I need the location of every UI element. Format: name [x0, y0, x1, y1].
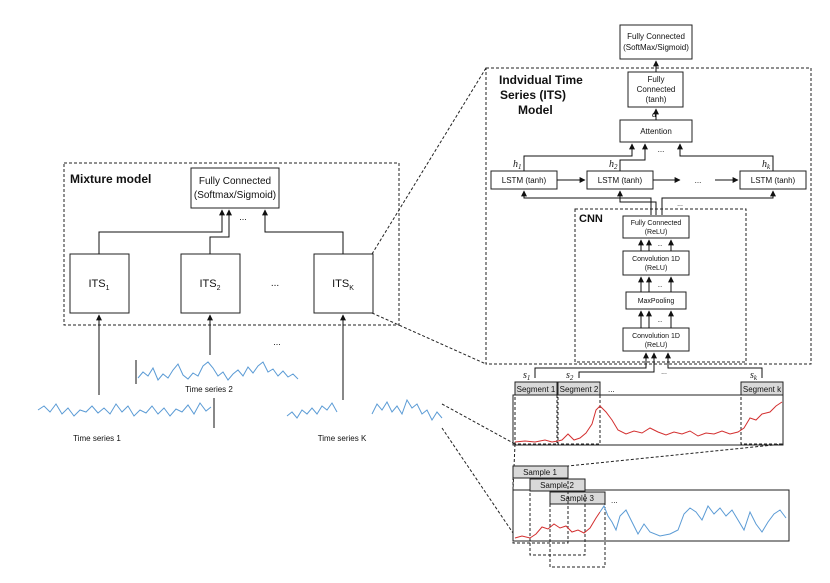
lstm-label-2: LSTM (tanh): [598, 176, 643, 185]
sample-3-label: Sample 3: [560, 494, 594, 503]
sample-2-label: Sample 2: [540, 481, 574, 490]
maxpool-label: MaxPooling: [638, 298, 675, 305]
segment-2-label: Segment 2: [560, 385, 599, 394]
its-model-frame: [485, 67, 812, 365]
conv-fc-dots: ...: [657, 242, 662, 248]
h1-label: h1: [513, 159, 522, 171]
time-series-1-line: [37, 402, 212, 417]
h2-label: h2: [609, 159, 618, 171]
lstm-label-k: LSTM (tanh): [751, 176, 796, 185]
its-label-k: ITSK: [332, 278, 354, 292]
arrow-h1-attention: [523, 143, 635, 171]
samples-dots: ...: [611, 496, 618, 505]
segment-dots: ...: [608, 385, 615, 394]
time-series-1-label: Time series 1: [73, 434, 121, 443]
arrow-h2-attention: [619, 143, 648, 171]
time-series-k-label: Time series K: [318, 434, 367, 443]
its-model-title-2: Series (ITS): [500, 88, 566, 102]
zoom-line-bottom: [371, 312, 487, 365]
series-ellipsis: ...: [273, 337, 281, 347]
sample-3-frame: [549, 491, 606, 568]
time-series-k-line-b: [371, 398, 443, 422]
its-box-1: [69, 253, 130, 314]
conv-top-label-1: Convolution 1D: [632, 256, 680, 263]
segment-2-frame: [557, 381, 601, 445]
conv-bottom-label-2: (ReLU): [645, 342, 668, 349]
arrow-sk-cnn: [665, 352, 763, 378]
conv-top-box: [622, 250, 690, 276]
mixture-fc-box: [190, 167, 280, 209]
cnn-fc-box: [622, 215, 690, 239]
s2-label: s2: [566, 370, 574, 382]
attention-label: Attention: [640, 127, 672, 136]
segment-1-frame: [514, 381, 558, 445]
sample-1-frame: [512, 465, 569, 544]
connector-itsk-fc: [262, 209, 344, 254]
fc-tanh-label-2: Connected: [637, 85, 676, 94]
segments-series-line: [514, 401, 783, 443]
conv-bottom-label-1: Convolution 1D: [632, 333, 680, 340]
sample-1-label: Sample 1: [523, 468, 557, 477]
connector-its1-fc: [98, 209, 225, 254]
fc-tanh-label-3: (tanh): [646, 95, 667, 104]
segment-k-frame: [740, 381, 784, 445]
arrow-cnn-lstm1: [521, 190, 652, 215]
mixture-fc-label-1: Fully Connected: [199, 176, 271, 187]
conv-pool-dots: ...: [657, 318, 662, 324]
zoom-line-top: [371, 67, 487, 255]
segments-panel: [512, 394, 784, 446]
samples-series-red: [514, 511, 601, 539]
s1-label: s1: [523, 370, 530, 382]
connector-its2-fc: [209, 209, 232, 254]
hk-label: hk: [762, 159, 771, 171]
its-label-2: ITS2: [199, 278, 220, 292]
fc-input-dots: ...: [239, 212, 247, 222]
segment-k-label: Segment k: [743, 385, 782, 394]
lstm-chain-dots: ...: [695, 176, 702, 185]
maxpool-box: [625, 291, 687, 310]
its-ellipsis: ...: [271, 278, 279, 289]
mixture-fc-label-2: (Softmax/Sigmoid): [194, 190, 276, 201]
top-fc-label-2: (SoftMax/Sigmoid): [623, 43, 689, 52]
time-series-k-line-a: [286, 402, 338, 419]
samples-series-blue: [599, 504, 787, 537]
zoom-line-samples: [441, 427, 514, 534]
sk-label: sk: [750, 370, 758, 382]
cnn-out-dots: ...: [677, 201, 683, 208]
zoom-line-seg-sample-left: [512, 443, 516, 491]
arrow-cnn-lstmk: [661, 190, 776, 215]
conv-bottom-box: [622, 327, 690, 352]
lstm-label-1: LSTM (tanh): [502, 176, 547, 185]
top-fc-box: [619, 24, 693, 60]
fc-tanh-label-1: Fully: [648, 75, 665, 84]
mixture-model-title: Mixture model: [70, 172, 151, 186]
segments-cnn-dots: ...: [661, 369, 667, 376]
arrow-s2-cnn: [578, 352, 657, 378]
sample-2-frame: [529, 478, 586, 556]
attention-input-dots: ...: [658, 145, 665, 154]
cnn-frame: [574, 208, 747, 363]
pool-conv-dots: ...: [657, 283, 662, 289]
mixture-model-frame: [63, 162, 400, 326]
cnn-title: CNN: [579, 213, 603, 225]
top-fc-label-1: Fully Connected: [627, 32, 685, 41]
zoom-line-seg-sample-right: [567, 443, 784, 467]
cnn-fc-label-1: Fully Connected: [631, 220, 682, 227]
zoom-line-segments: [441, 403, 516, 445]
cnn-fc-label-2: (ReLU): [645, 229, 668, 236]
conv-top-label-2: (ReLU): [645, 265, 668, 272]
its-label-1: ITS1: [88, 278, 109, 292]
time-series-2-label: Time series 2: [185, 385, 233, 394]
its-model-title-1: Indvidual Time: [499, 73, 583, 87]
segment-1-label: Segment 1: [517, 385, 556, 394]
time-series-2-line: [137, 361, 299, 381]
arrow-s1-cnn: [534, 352, 649, 378]
arrow-hk-attention: [677, 143, 774, 171]
its-model-title-3: Model: [518, 103, 553, 117]
